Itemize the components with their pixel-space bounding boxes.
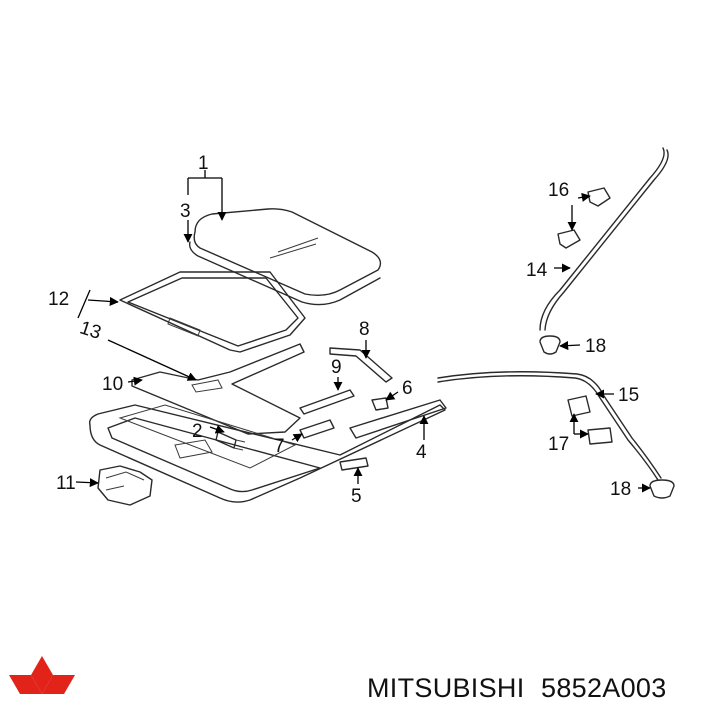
track-frame bbox=[131, 343, 305, 435]
glass-panel bbox=[188, 208, 382, 306]
callout-9: 9 bbox=[331, 357, 342, 378]
logo-right-diamond bbox=[42, 675, 75, 694]
brand-name: MITSUBISHI bbox=[367, 673, 525, 703]
callout-16: 16 bbox=[548, 180, 569, 201]
callout-18-lower: 18 bbox=[610, 479, 631, 500]
mitsubishi-logo bbox=[9, 656, 75, 694]
callout-11: 11 bbox=[56, 473, 76, 494]
callout-17: 17 bbox=[548, 434, 569, 455]
callout-7: 7 bbox=[274, 436, 285, 457]
logo-left-diamond bbox=[9, 675, 42, 694]
callout-10: 10 bbox=[102, 374, 123, 395]
callout-13: 13 bbox=[77, 317, 104, 344]
sunroof-housing bbox=[88, 399, 447, 503]
small-parts bbox=[97, 347, 393, 506]
part-number: 5852A003 bbox=[541, 673, 667, 703]
leader-lines bbox=[75, 170, 651, 493]
callout-3: 3 bbox=[180, 201, 191, 222]
callout-labels: 1 2 3 4 5 6 7 8 9 10 11 12 13 14 15 16 1… bbox=[48, 153, 639, 507]
callout-6: 6 bbox=[402, 378, 413, 399]
callout-5: 5 bbox=[351, 486, 362, 507]
drain-hoses bbox=[437, 147, 675, 499]
callout-12: 12 bbox=[48, 289, 69, 310]
callout-2: 2 bbox=[192, 421, 203, 442]
callout-8: 8 bbox=[359, 319, 370, 340]
callout-1: 1 bbox=[198, 153, 209, 174]
sunshade bbox=[119, 271, 306, 353]
callout-14: 14 bbox=[526, 260, 548, 281]
callout-15: 15 bbox=[618, 385, 639, 406]
callout-4: 4 bbox=[416, 442, 427, 463]
callout-18-upper: 18 bbox=[585, 336, 606, 357]
